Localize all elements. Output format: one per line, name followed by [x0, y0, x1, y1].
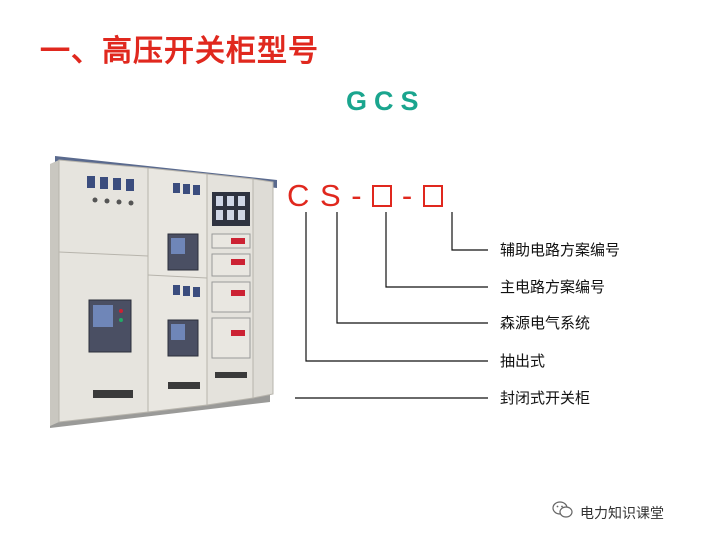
- model-code: C S - -: [287, 178, 443, 214]
- wechat-icon: [552, 501, 573, 518]
- switchgear-cabinet-image: [50, 156, 277, 428]
- label-auxiliary-circuit: 辅助电路方案编号: [500, 241, 621, 259]
- model-heading: GCS: [346, 86, 426, 116]
- footer-brand: 电力知识课堂: [556, 503, 664, 523]
- footer-text: 电力知识课堂: [580, 506, 664, 522]
- label-withdrawable: 抽出式: [500, 352, 546, 370]
- slide-title: 一、高压开关柜型号: [40, 34, 319, 69]
- label-enclosed-switchgear: 封闭式开关柜: [500, 389, 591, 407]
- model-placeholder-box-2: [422, 185, 443, 207]
- label-main-circuit: 主电路方案编号: [500, 278, 606, 296]
- model-dash-1: -: [341, 178, 373, 213]
- model-prefix: C S: [287, 178, 342, 213]
- label-system: 森源电气系统: [500, 314, 591, 332]
- model-placeholder-box-1: [372, 185, 393, 207]
- model-dash-2: -: [392, 178, 423, 213]
